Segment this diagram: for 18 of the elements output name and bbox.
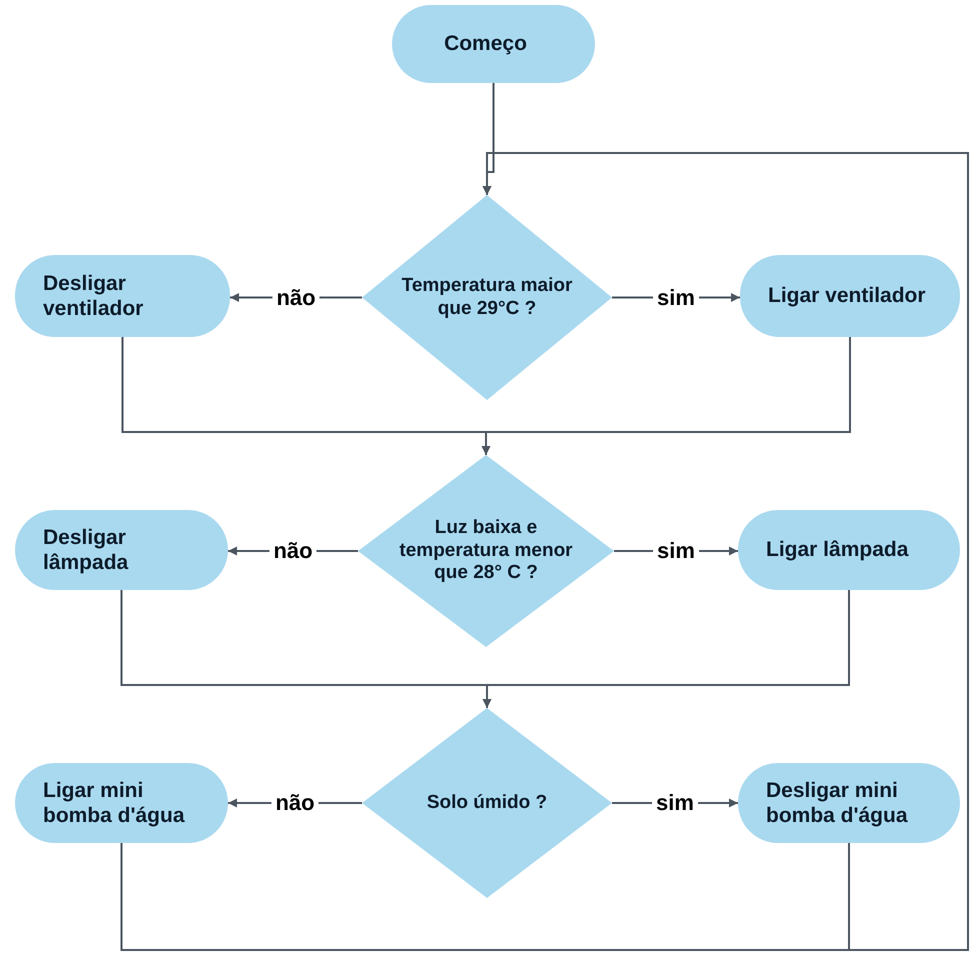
node-text: Começo	[444, 31, 528, 57]
decision-diamond	[358, 455, 614, 647]
connector-arrow	[482, 337, 851, 455]
decision-diamond	[362, 195, 612, 400]
node-text: Ligar mini bomba d'água	[43, 778, 186, 828]
node-text: Ligar ventilador	[768, 283, 927, 309]
node-text: Temperatura maior que 29°C ?	[400, 274, 574, 320]
node-text: Desligar mini bomba d'água	[766, 778, 909, 828]
connector-arrow	[482, 152, 969, 951]
connector-arrow	[482, 590, 850, 708]
decision-diamond	[362, 708, 612, 898]
node-text: Solo úmido ?	[426, 792, 548, 814]
node-text: Desligar ventilador	[43, 270, 144, 322]
edge-label: sim	[653, 286, 699, 308]
node-text: Luz baixa e temperatura menor que 28° C ?	[398, 516, 574, 586]
node-text: Ligar lâmpada	[766, 537, 910, 563]
edge-label: não	[272, 286, 320, 308]
node-text: Desligar lâmpada	[43, 524, 130, 576]
